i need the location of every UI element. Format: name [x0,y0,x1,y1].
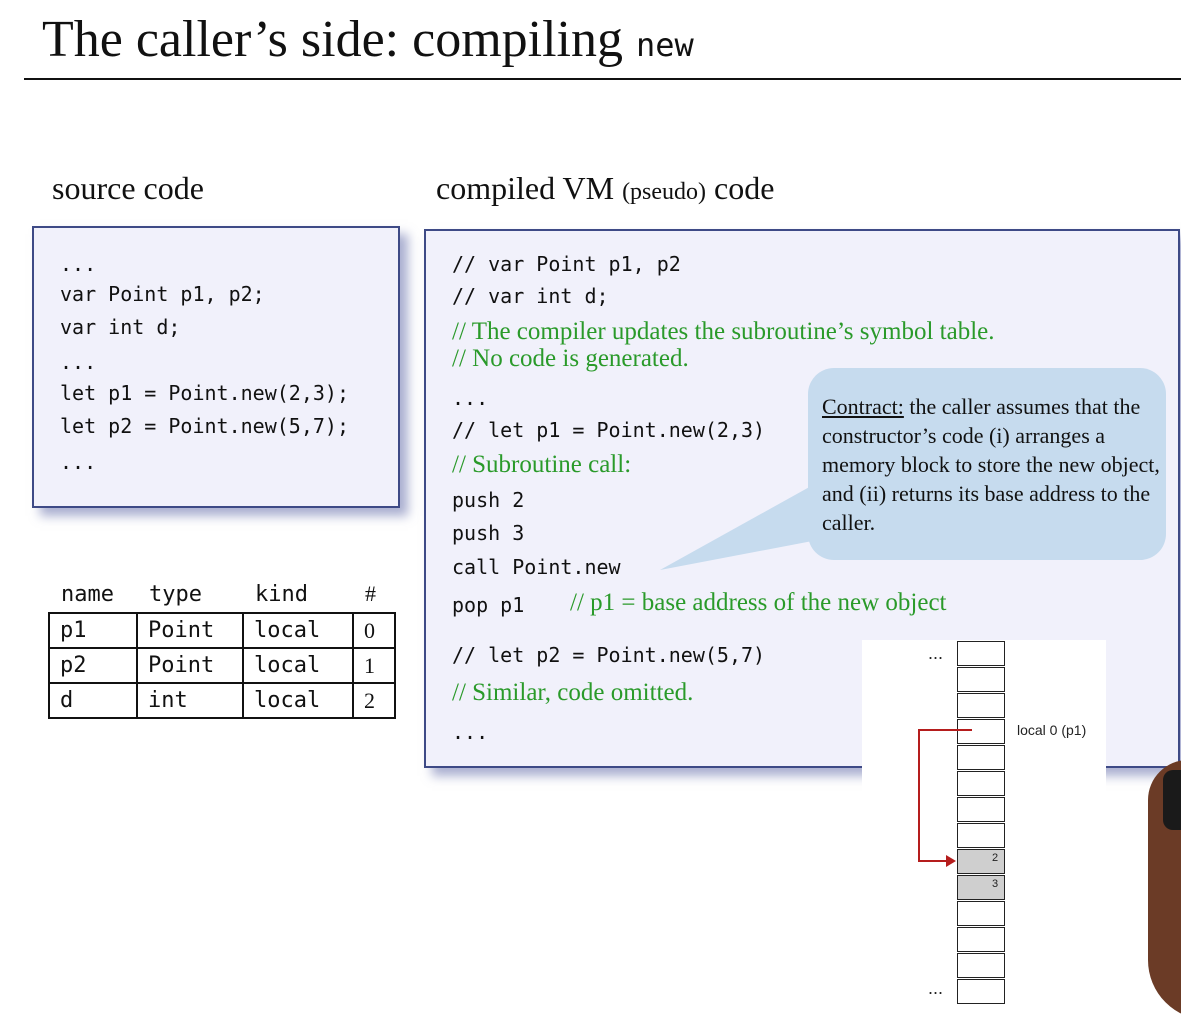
source-line-2: var int d; [60,315,181,339]
memory-cell [957,875,1005,900]
cell: 0 [352,612,396,649]
cell: p2 [48,647,138,684]
vm-dots-2: ... [452,720,489,744]
memory-cell [957,823,1005,848]
contract-text: Contract: the caller assumes that the co… [822,392,1162,537]
vm-line-let-p2: // let p2 = Point.new(5,7) [452,643,766,667]
presenter-shirt [1163,770,1181,830]
memory-cell [957,771,1005,796]
cell: local [242,682,354,719]
vm-line-push3: push 3 [452,521,525,545]
memory-cell [957,927,1005,952]
vm-heading-main: compiled VM [436,170,623,206]
cell: 1 [352,647,396,684]
source-line-4: let p1 = Point.new(2,3); [60,381,349,405]
cell: 2 [352,682,396,719]
cell: Point [136,647,244,684]
col-kind: kind [255,581,308,607]
source-line-0: ... [60,252,97,276]
vm-line-var-point: // var Point p1, p2 [452,252,681,276]
col-type: type [149,581,202,607]
table-row: d int local 2 [48,682,396,719]
source-line-1: var Point p1, p2; [60,282,265,306]
source-line-3: ... [60,350,97,374]
vm-heading-end: code [706,170,775,206]
source-line-6: ... [60,450,97,474]
memory-cell [957,667,1005,692]
memory-value-2: 2 [992,852,999,864]
title-rule [24,78,1181,80]
source-panel [32,226,400,508]
memory-cell [957,979,1005,1004]
vm-line-pop: pop p1 [452,593,525,617]
vm-heading-small: (pseudo) [622,179,707,205]
cell: Point [136,612,244,649]
memory-cell [957,719,1005,744]
memory-cell [957,953,1005,978]
vm-line-let-p1: // let p1 = Point.new(2,3) [452,418,766,442]
memory-dots-bottom: ... [928,978,944,998]
vm-dots-1: ... [452,386,489,410]
slide-title: The caller’s side: compiling new [42,8,694,77]
contract-bubble [808,368,1166,560]
vm-comment-symtable: // The compiler updates the subroutine’s… [452,318,995,345]
vm-line-call: call Point.new [452,555,621,579]
table-row: p2 Point local 1 [48,647,396,684]
source-line-5: let p2 = Point.new(5,7); [60,414,349,438]
cell: p1 [48,612,138,649]
contract-label: Contract: [822,394,904,419]
cell: int [136,682,244,719]
vm-line-push2: push 2 [452,488,525,512]
memory-dots-top: ... [928,643,944,663]
vm-comment-nocode: // No code is generated. [452,345,689,372]
vm-line-var-int: // var int d; [452,284,609,308]
vm-comment-similar: // Similar, code omitted. [452,679,694,706]
contract-body: the caller assumes that the constructor’… [822,394,1160,535]
cell: d [48,682,138,719]
col-name: name [61,581,114,607]
symbol-table-header: name type kind # [49,578,395,613]
memory-local0-label: local 0 (p1) [1017,722,1087,738]
cell: local [242,647,354,684]
memory-cell [957,641,1005,666]
memory-cell [957,745,1005,770]
symbol-table: name type kind # p1 Point local 0 p2 Poi… [48,578,396,719]
memory-value-3: 3 [992,878,999,890]
vm-comment-subcall: // Subroutine call: [452,451,632,478]
cell: local [242,612,354,649]
memory-cell [957,693,1005,718]
title-text: The caller’s side: compiling [42,11,636,68]
title-code: new [636,26,694,64]
vm-comment-p1: // p1 = base address of the new object [570,589,947,616]
table-row: p1 Point local 0 [48,612,396,649]
memory-cell [957,901,1005,926]
source-heading: source code [52,170,204,206]
memory-cell [957,797,1005,822]
vm-heading: compiled VM (pseudo) code [436,170,774,207]
col-index: # [365,581,376,606]
